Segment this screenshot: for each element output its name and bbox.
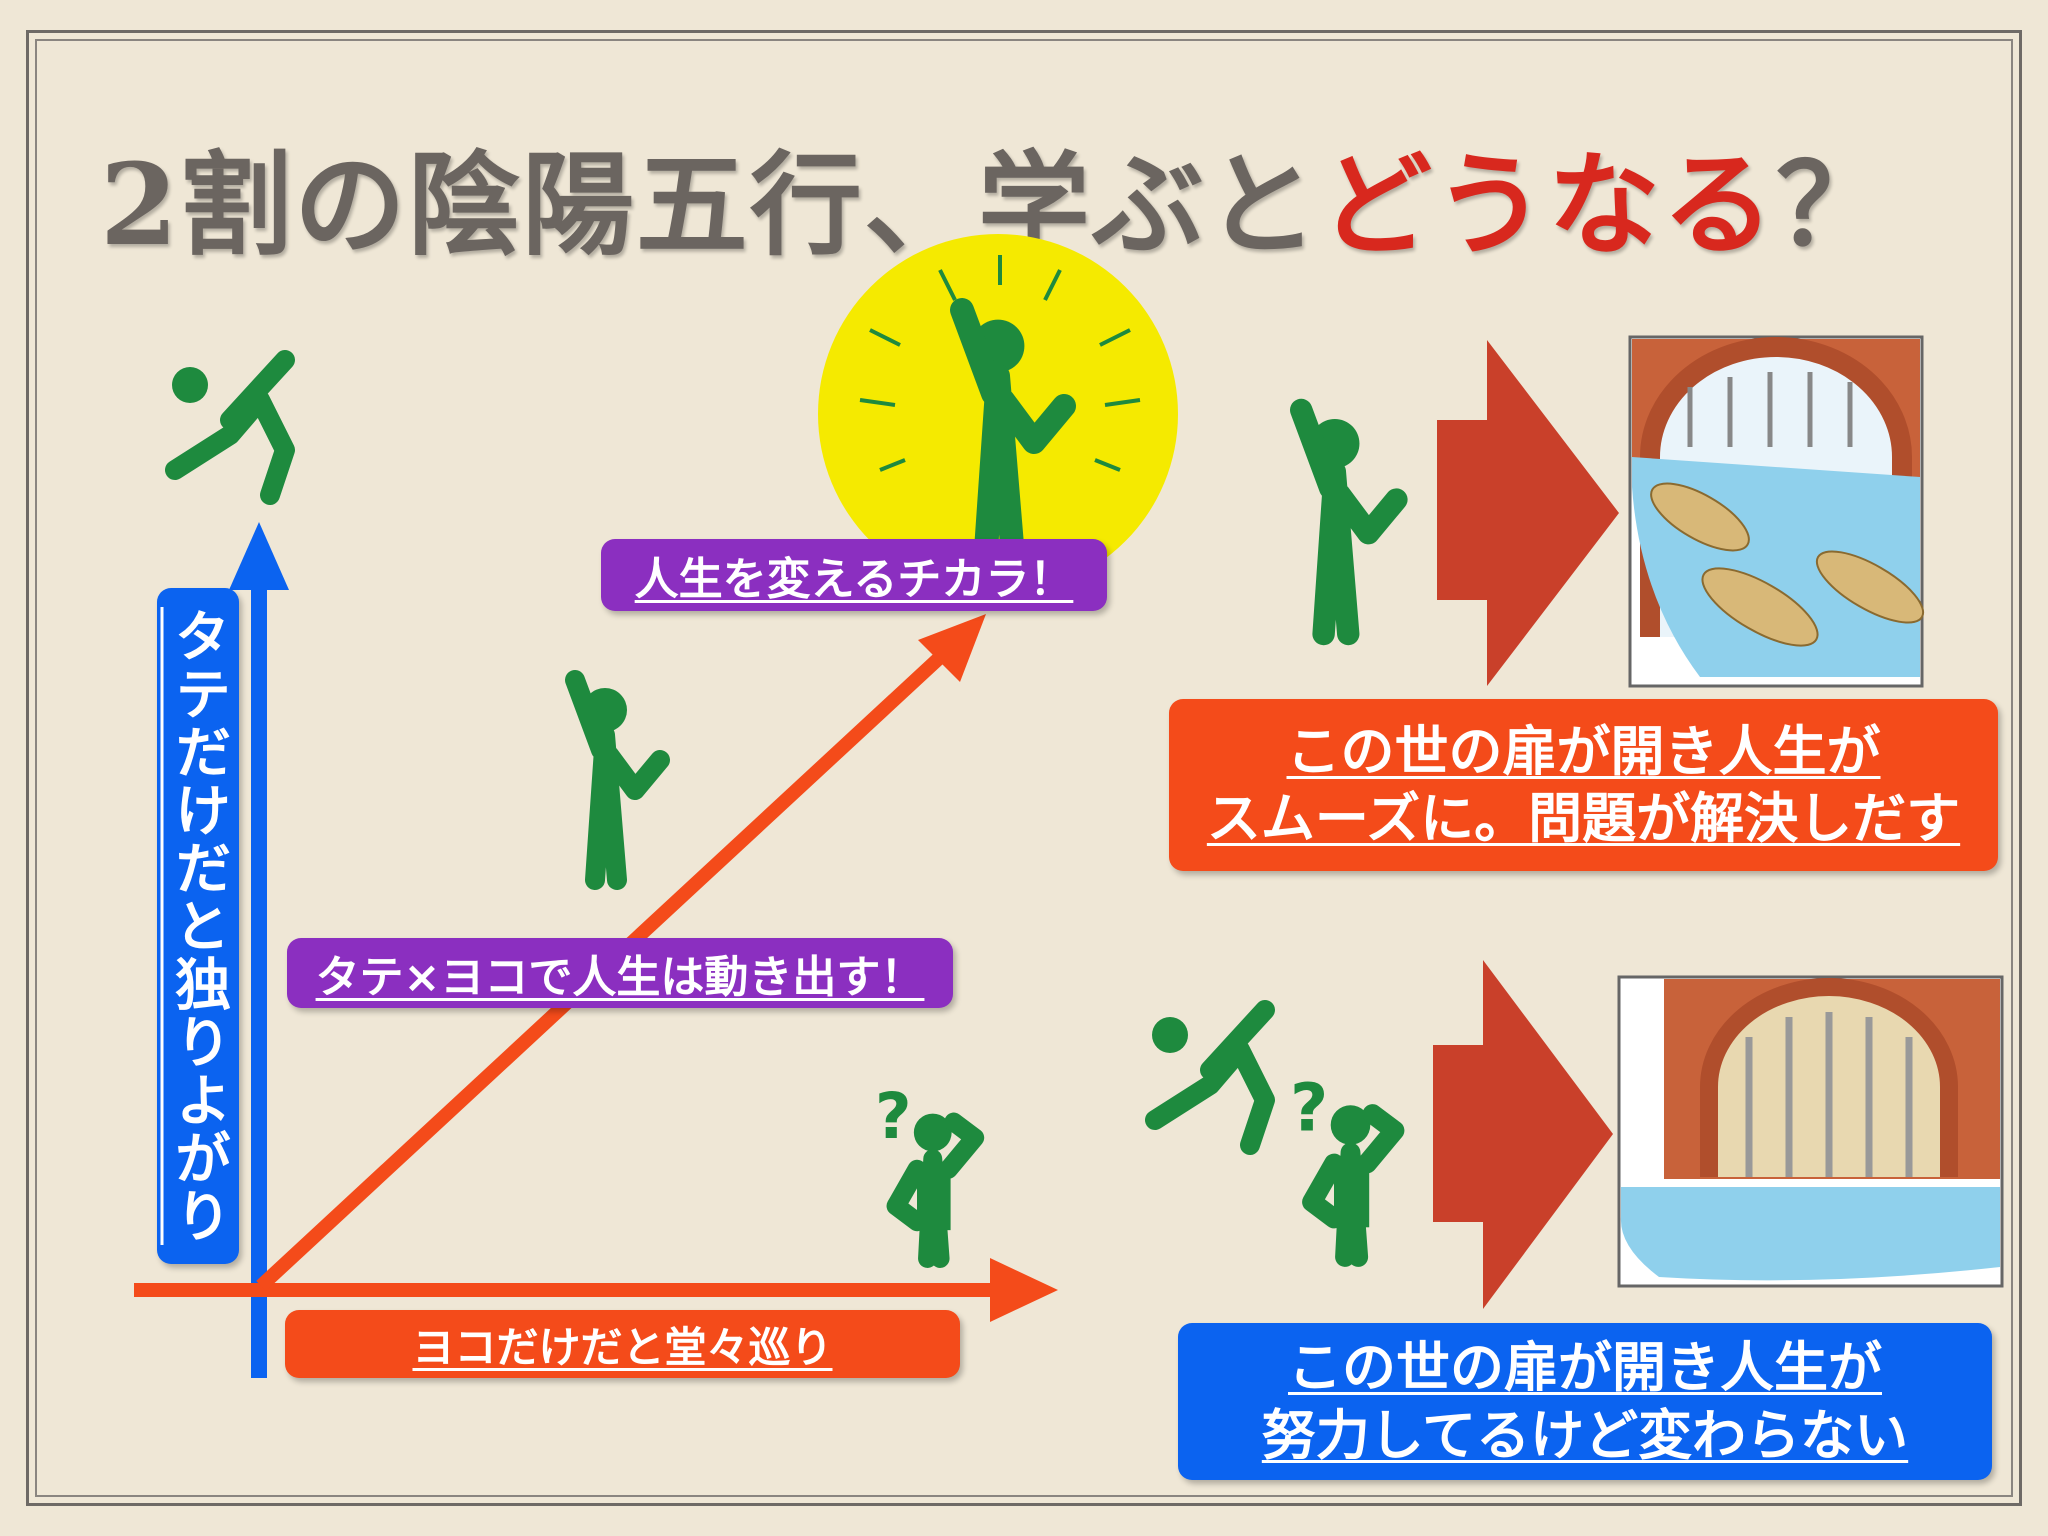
diagonal-label: タテ×ヨコで人生は動き出す！ [287, 938, 953, 1008]
good-outcome-line1: この世の扉が開き人生が [1286, 719, 1881, 783]
canal-boats-picture [1628, 335, 1925, 688]
vertical-label: タテだけだと独りよがり [157, 588, 239, 1264]
page-frame [26, 30, 2022, 1506]
bad-outcome-line2: 努力してるけど変わらない [1261, 1403, 1909, 1467]
good-outcome-line2: スムーズに。問題が解決しだす [1206, 787, 1961, 850]
blocked-canal-picture [1617, 975, 2004, 1288]
good-outcome-box: この世の扉が開き人生が スムーズに。問題が解決しだす [1169, 699, 1998, 871]
bad-outcome-line1: この世の扉が開き人生が [1288, 1336, 1882, 1399]
big-arrow-good [1437, 340, 1619, 686]
figure-vertical-fall-icon [172, 360, 285, 495]
power-label: 人生を変えるチカラ！ [601, 539, 1107, 611]
figure-bad-fall-icon [1152, 1010, 1265, 1145]
figure-diagonal-cheer-icon [575, 680, 660, 880]
horizontal-label: ヨコだけだと堂々巡り [285, 1310, 960, 1378]
big-arrow-bad [1433, 960, 1613, 1309]
figure-bad-think-icon [1290, 1070, 1395, 1258]
figure-good-cheer-icon [1301, 410, 1396, 634]
figure-horizontal-think-icon [875, 1080, 975, 1259]
page-title: 2割の陰陽五行、学ぶとどうなる？ [100, 140, 1890, 271]
bad-outcome-box: この世の扉が開き人生が 努力してるけど変わらない [1178, 1323, 1992, 1480]
